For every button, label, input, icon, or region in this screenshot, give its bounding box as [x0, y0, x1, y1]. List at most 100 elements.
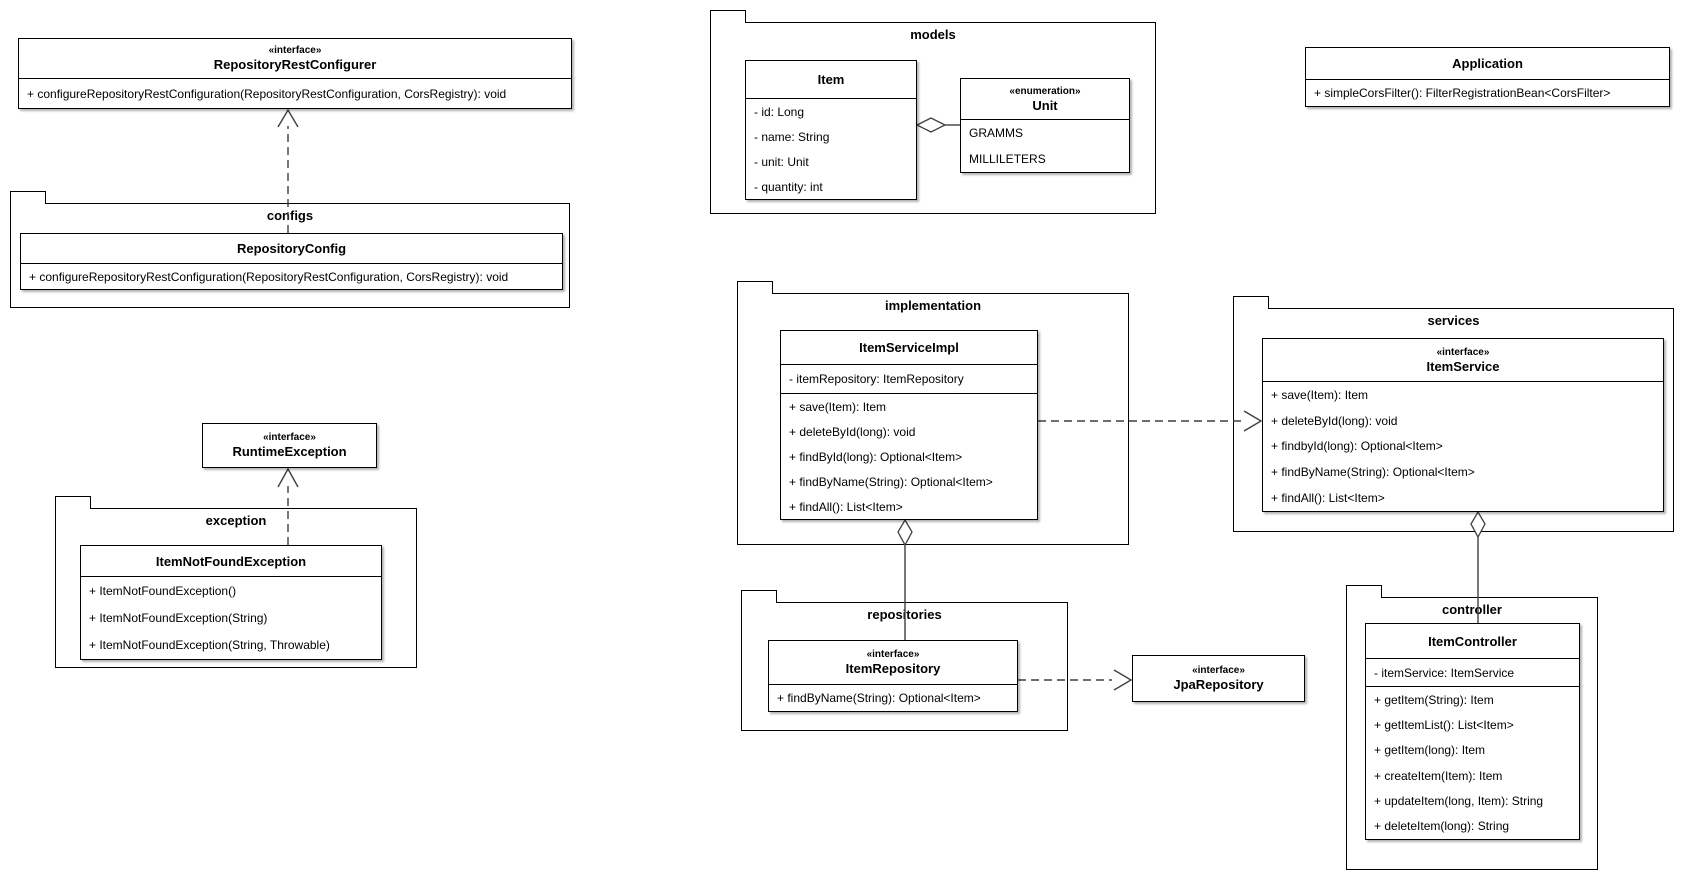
class-header: RepositoryConfig: [21, 234, 562, 263]
package-label: implementation: [884, 298, 982, 313]
package-label: models: [910, 27, 956, 42]
enum-values-section: GRAMMS MILLILETERS: [961, 119, 1129, 172]
stereotype-label: «interface»: [866, 649, 920, 660]
package-tab: [55, 496, 91, 509]
methods-section: + getItem(String): Item + getItemList():…: [1366, 686, 1579, 839]
class-name: Unit: [1032, 97, 1058, 113]
dependency-itemrepository-to-jparepository: [1018, 669, 1133, 691]
method: + deleteItem(long): String: [1374, 819, 1510, 834]
class-name: RepositoryConfig: [236, 241, 347, 256]
attribute: - itemRepository: ItemRepository: [789, 372, 964, 386]
stereotype-label: «interface»: [1436, 346, 1490, 358]
enum-value: MILLILETERS: [969, 152, 1046, 166]
methods-section: + ItemNotFoundException() + ItemNotFound…: [81, 576, 381, 659]
stereotype-label: «interface»: [1192, 665, 1245, 676]
package-label: controller: [1442, 602, 1502, 617]
method: + findAll(): List<Item>: [1271, 491, 1385, 506]
class-header: Item: [746, 61, 916, 98]
class-name: ItemNotFoundException: [155, 553, 307, 569]
open-triangle-arrowhead: [277, 467, 299, 488]
method: + findByName(String): Optional<Item>: [789, 474, 993, 489]
class-header: ItemNotFoundException: [81, 546, 381, 576]
method: + ItemNotFoundException(String): [89, 610, 268, 625]
dependency-itemserviceimpl-to-itemservice: [1038, 410, 1263, 432]
method: + findAll(): List<Item>: [789, 499, 903, 514]
package-tab: [737, 281, 773, 294]
method: + configureRepositoryRestConfiguration(R…: [27, 86, 507, 101]
aggregation-itemservice-itemcontroller: [1470, 510, 1486, 623]
class-name: RepositoryRestConfigurer: [213, 57, 377, 72]
method: + deleteById(long): void: [1271, 413, 1398, 428]
aggregation-itemserviceimpl-itemrepository: [897, 518, 913, 640]
stereotype-label: «interface»: [268, 45, 322, 56]
package-tab: [1346, 585, 1382, 598]
attributes-section: - id: Long - name: String - unit: Unit -…: [746, 98, 916, 199]
enum-unit: «enumeration» Unit GRAMMS MILLILETERS: [960, 78, 1130, 173]
method: + createItem(Item): Item: [1374, 768, 1503, 783]
class-header: «interface» RepositoryRestConfigurer: [19, 39, 571, 78]
method: + save(Item): Item: [1271, 387, 1369, 402]
open-arrowhead: [1243, 410, 1263, 432]
class-name: RuntimeException: [232, 444, 347, 459]
method: + findByName(String): Optional<Item>: [777, 691, 981, 705]
class-item: Item - id: Long - name: String - unit: U…: [745, 60, 917, 200]
aggregation-item-unit: [915, 117, 960, 133]
method: + updateItem(long, Item): String: [1374, 793, 1544, 808]
realization-repositoryconfig-to-repositoryrestconfigurer: [277, 108, 299, 233]
class-runtime-exception: «interface» RuntimeException: [202, 423, 377, 468]
interface-item-repository: «interface» ItemRepository + findByName(…: [768, 640, 1018, 712]
class-header: «interface» RuntimeException: [203, 424, 376, 467]
method: + save(Item): Item: [789, 399, 887, 414]
attributes-section: - itemRepository: ItemRepository: [781, 364, 1037, 393]
attribute: - unit: Unit: [754, 154, 809, 169]
aggregation-diamond: [897, 518, 913, 547]
class-header: ItemServiceImpl: [781, 331, 1037, 364]
class-name: ItemController: [1428, 633, 1517, 649]
methods-section: + save(Item): Item + deleteById(long): v…: [781, 393, 1037, 519]
package-tab: [1233, 296, 1269, 309]
methods-section: + simpleCorsFilter(): FilterRegistration…: [1306, 79, 1669, 106]
method: + ItemNotFoundException(String, Throwabl…: [89, 638, 330, 653]
attribute: - quantity: int: [754, 179, 823, 194]
method: + findbyId(long): Optional<Item>: [1271, 439, 1443, 454]
interface-jpa-repository: «interface» JpaRepository: [1132, 655, 1305, 702]
stereotype-label: «enumeration»: [1009, 85, 1081, 97]
class-repository-config: RepositoryConfig + configureRepositoryRe…: [20, 233, 563, 290]
method: + configureRepositoryRestConfiguration(R…: [29, 269, 509, 284]
class-name: Application: [1452, 56, 1523, 71]
package-label: configs: [266, 208, 314, 223]
method: + getItemList(): List<Item>: [1374, 717, 1514, 732]
method: + getItem(long): Item: [1374, 743, 1486, 758]
method: + simpleCorsFilter(): FilterRegistration…: [1314, 86, 1611, 100]
package-tab: [741, 590, 777, 603]
open-arrowhead: [1113, 669, 1133, 691]
class-repository-rest-configurer: «interface» RepositoryRestConfigurer + c…: [18, 38, 572, 109]
class-application: Application + simpleCorsFilter(): Filter…: [1305, 47, 1670, 107]
class-name: ItemServiceImpl: [859, 340, 959, 355]
class-item-controller: ItemController - itemService: ItemServic…: [1365, 623, 1580, 840]
interface-item-service: «interface» ItemService + save(Item): It…: [1262, 338, 1664, 512]
class-name: ItemService: [1426, 358, 1500, 374]
realization-itemnotfoundexception-to-runtimeexception: [277, 467, 299, 545]
class-header: Application: [1306, 48, 1669, 79]
class-header: «interface» ItemService: [1263, 339, 1663, 381]
package-tab: [10, 191, 46, 204]
class-name: ItemRepository: [845, 661, 941, 676]
package-label: services: [1427, 313, 1480, 328]
class-name: JpaRepository: [1173, 677, 1264, 692]
methods-section: + save(Item): Item + deleteById(long): v…: [1263, 381, 1663, 511]
package-label: exception: [205, 513, 267, 528]
aggregation-diamond: [915, 117, 947, 133]
class-header: «enumeration» Unit: [961, 79, 1129, 119]
open-triangle-arrowhead: [277, 108, 299, 128]
class-header: «interface» JpaRepository: [1133, 656, 1304, 701]
class-header: ItemController: [1366, 624, 1579, 658]
attribute: - id: Long: [754, 104, 805, 119]
method: + getItem(String): Item: [1374, 692, 1494, 707]
method: + ItemNotFoundException(): [89, 583, 237, 598]
methods-section: + findByName(String): Optional<Item>: [769, 684, 1017, 711]
attributes-section: - itemService: ItemService: [1366, 658, 1579, 686]
class-header: «interface» ItemRepository: [769, 641, 1017, 684]
